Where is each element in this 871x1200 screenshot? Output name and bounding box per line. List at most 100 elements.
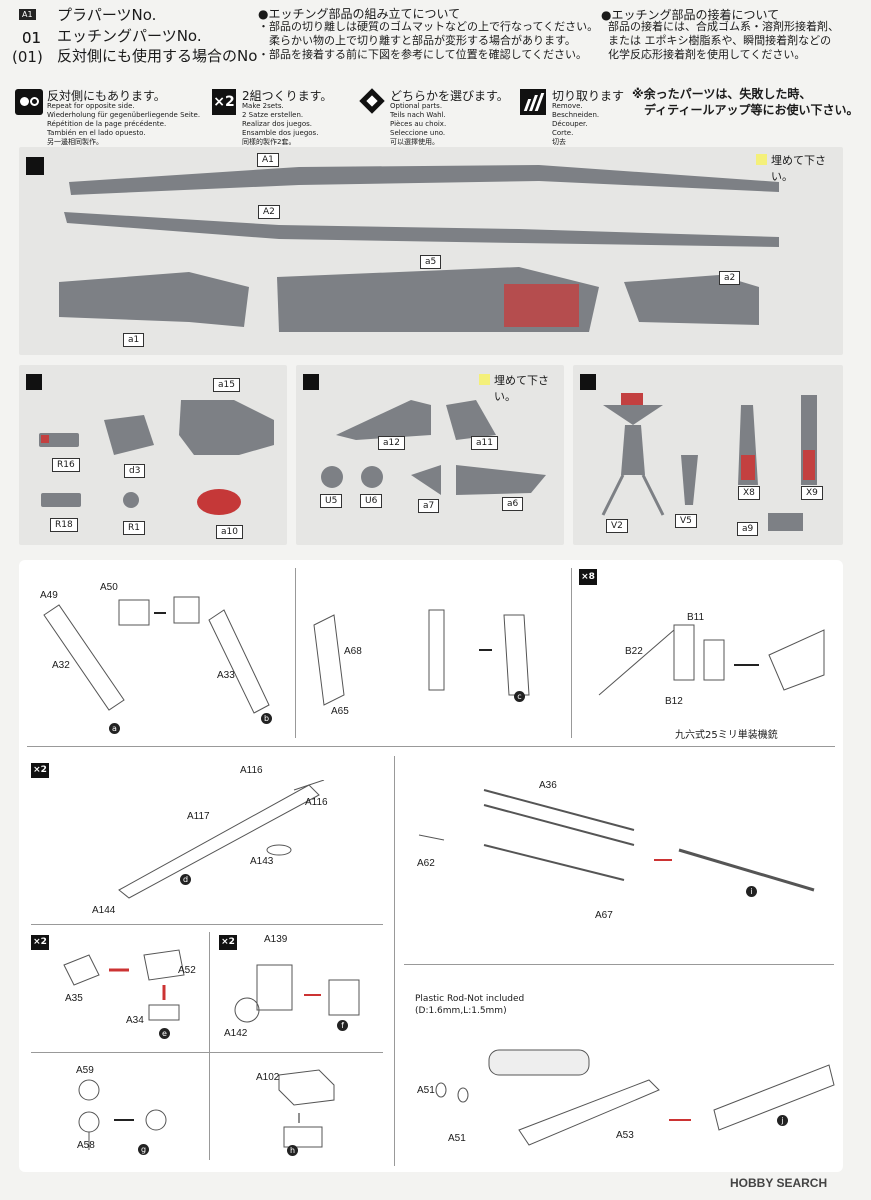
label-A67: A67: [595, 910, 613, 921]
legend-repeat-l2: Wiederholung für gegenüberliegende Seite…: [47, 111, 201, 119]
step-badge-i: i: [746, 886, 757, 897]
grating-diagram: [278, 1069, 335, 1148]
times-two-icon: ×2: [31, 935, 49, 950]
repeat-icon: [15, 89, 43, 115]
part-label-U6: U6: [360, 494, 383, 508]
photo-panel-small-parts: 埋めて下さい。 a12 a11 U5 U6 a7 a6: [296, 365, 564, 545]
part-legend-text-3: 反対側にも使用する場合のNo: [57, 47, 258, 65]
hatch-diagram: [234, 964, 360, 1023]
glue-line-3: 化学反応形接着剤を使用してください。: [608, 48, 806, 61]
part-label-a9: a9: [737, 522, 759, 536]
assembly-title: ●エッチング部品の組み立てについて: [258, 7, 461, 21]
part-label-A2: A2: [258, 205, 280, 219]
label-A58: A58: [77, 1140, 95, 1151]
step-badge-e: e: [159, 1028, 170, 1039]
glue-notes: 部品の接着には、合成ゴム系・溶剤形接着剤、 または エポキシ樹脂系や、瞬間接着剤…: [608, 20, 839, 62]
hull-parts-photo: [59, 165, 779, 332]
part-label-X9: X9: [801, 486, 823, 500]
legend-opt-l4: Seleccione uno.: [390, 129, 446, 137]
legend-two-l2: 2 Satze erstellen.: [242, 111, 304, 119]
label-A65: A65: [331, 706, 349, 717]
label-A102: A102: [256, 1072, 280, 1083]
label-B22: B22: [625, 646, 643, 657]
label-A53: A53: [616, 1130, 634, 1141]
legend-rm-l3: Découper.: [552, 120, 588, 128]
part-label-R1: R1: [123, 521, 145, 535]
crane-assembly-diagram: [418, 789, 815, 892]
part-label-a7: a7: [418, 499, 440, 513]
legend-two-title: 2組つくります。: [242, 89, 333, 103]
legend-rm-l5: 切去: [552, 138, 566, 146]
cut-icon: [520, 89, 546, 115]
label-A32: A32: [52, 660, 70, 671]
legend-repeat-l4: También en el lado opuesto.: [47, 129, 146, 137]
fill-note: 埋めて下さい。: [771, 154, 826, 183]
part-label-a10: a10: [216, 525, 243, 539]
legend-two-l5: 同樣的製作2套。: [242, 138, 296, 146]
crane-boom-diagram: [118, 780, 325, 899]
legend-remove-title: 切り取ります: [552, 89, 625, 103]
part-label-d3: d3: [124, 464, 146, 478]
label-A139: A139: [264, 934, 288, 945]
part-legend-text-2: エッチングパーツNo.: [57, 27, 202, 45]
fill-swatch: [756, 154, 767, 165]
step-badge-f: f: [337, 1020, 348, 1031]
glue-title: ●エッチング部品の接着について: [601, 8, 780, 22]
label-A116-right: A116: [305, 797, 328, 808]
hobby-search-watermark: HOBBY SEARCH: [730, 1176, 828, 1190]
part-label-a1: a1: [123, 333, 145, 347]
label-A35: A35: [65, 993, 83, 1004]
step-badge-b: b: [261, 713, 272, 724]
cut-icon: [26, 157, 44, 175]
part-label-a11: a11: [471, 436, 498, 450]
label-A51-b: A51: [448, 1133, 466, 1144]
legend-rm-l4: Corte.: [552, 129, 574, 137]
cut-icon: [580, 374, 596, 390]
rod-note: Plastic Rod-Not included (D:1.6mm,L:1.5m…: [415, 993, 524, 1017]
leftover-line-1: ※余ったパーツは、失敗した時、: [632, 87, 812, 101]
times-two-icon: ×2: [219, 935, 237, 950]
legend-two-l4: Ensamble dos juegos.: [242, 129, 319, 137]
label-A51-a: A51: [417, 1085, 435, 1096]
part-legend-num-2: 01: [22, 29, 42, 47]
part-label-a6: a6: [502, 497, 524, 511]
label-A144: A144: [92, 905, 116, 916]
times-two-icon: ×2: [31, 763, 49, 778]
photo-panel-masts: V2 V5 X8 X9 a9: [573, 365, 843, 545]
label-A116-top: A116: [240, 765, 263, 776]
legend-rm-l2: Beschneiden.: [552, 111, 600, 119]
rod-note-line-2: (D:1.6mm,L:1.5mm): [415, 1006, 507, 1016]
label-A50: A50: [100, 582, 118, 593]
label-A36: A36: [539, 780, 557, 791]
fittings-photo: [39, 400, 274, 515]
glue-line-1: 部品の接着には、合成ゴム系・溶剤形接着剤、: [608, 20, 839, 33]
label-A117: A117: [187, 811, 210, 822]
legend-opt-l5: 可以選擇使用。: [390, 138, 439, 146]
leftover-note: ※余ったパーツは、失敗した時、 ディティールアップ等にお使い下さい。: [632, 86, 858, 118]
masts-photo: [601, 393, 817, 531]
platform-diagram: [63, 949, 185, 1021]
legend-rm-l1: Remove.: [552, 102, 583, 110]
legend-two-l1: Make 2sets.: [242, 102, 284, 110]
label-A68: A68: [344, 646, 362, 657]
assembly-line-2: 柔らかい物の上で切り離すと部品が変形する場合があります。: [258, 34, 576, 47]
glue-line-2: または エポキシ樹脂系や、瞬間接着剤などの: [608, 34, 832, 47]
aa-gun-caption: 九六式25ミリ単装機銃: [675, 730, 778, 741]
times-eight-icon: ×8: [579, 569, 597, 585]
part-label-X8: X8: [738, 486, 760, 500]
part-label-a5: a5: [420, 255, 442, 269]
label-A49: A49: [40, 590, 58, 601]
step-badge-g: g: [138, 1144, 149, 1155]
fill-swatch: [479, 374, 490, 385]
label-A34: A34: [126, 1015, 144, 1026]
part-legend-text-1: プラパーツNo.: [57, 6, 157, 24]
label-A52: A52: [178, 965, 196, 976]
assembly-line-1: ・部品の切り離しは硬質のゴムマットなどの上で行なってください。: [258, 20, 599, 33]
cut-icon: [26, 374, 42, 390]
label-A142: A142: [224, 1028, 248, 1039]
part-legend-num-3: (01): [12, 48, 43, 66]
part-label-U5: U5: [320, 494, 343, 508]
step-badge-h: h: [287, 1145, 298, 1156]
photo-panel-fittings: a15 R16 d3 R18 R1 a10: [19, 365, 287, 545]
legend-two-l3: Realizar dos juegos.: [242, 120, 312, 128]
